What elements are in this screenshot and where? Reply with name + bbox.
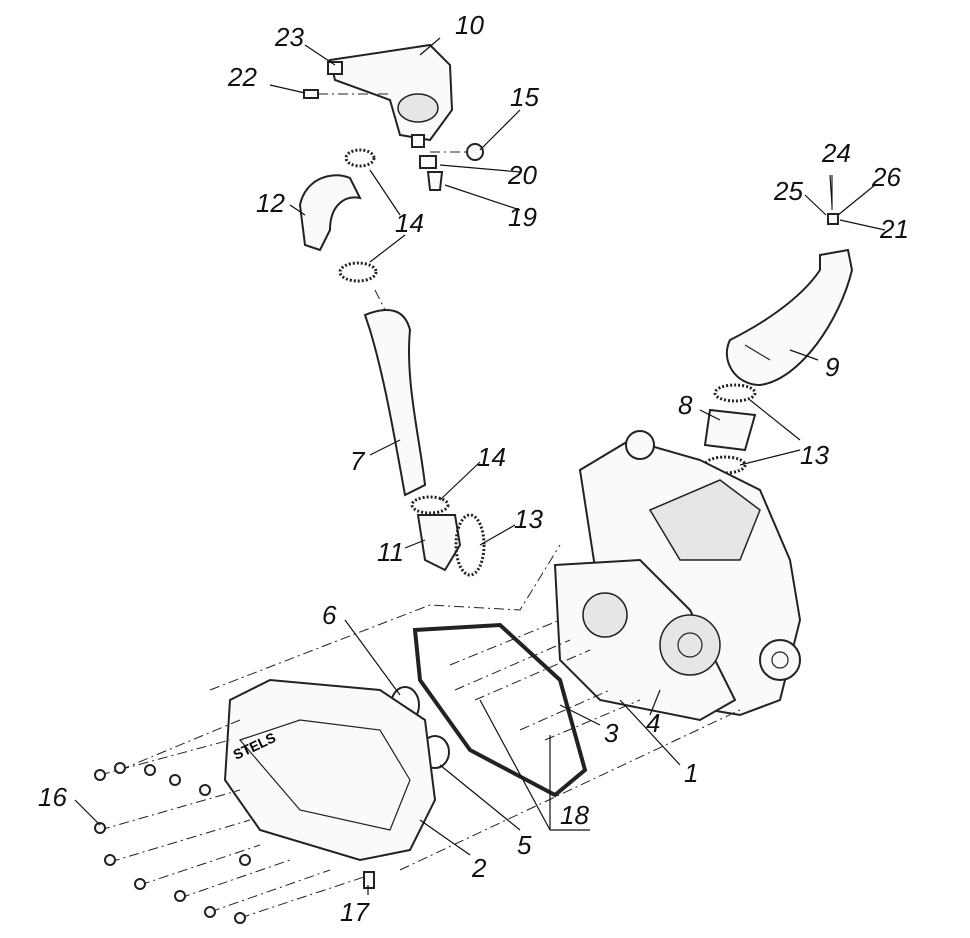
label-13-lower: 13 bbox=[514, 504, 543, 534]
label-21: 21 bbox=[879, 214, 909, 244]
part-17-drain-plug bbox=[363, 871, 375, 889]
part-22-23-fasteners bbox=[303, 61, 390, 99]
label-7: 7 bbox=[350, 446, 366, 476]
label-10: 10 bbox=[455, 10, 484, 40]
label-12: 12 bbox=[256, 188, 285, 218]
part-15-19-20-fittings bbox=[419, 143, 484, 191]
label-14-upper: 14 bbox=[395, 208, 424, 238]
label-17: 17 bbox=[340, 897, 370, 927]
label-18: 18 bbox=[560, 800, 589, 830]
part-11-coupler bbox=[410, 495, 486, 577]
part-16-bolts bbox=[94, 719, 371, 924]
label-1: 1 bbox=[684, 758, 698, 788]
part-4-cvt-housing bbox=[553, 558, 737, 722]
label-26: 26 bbox=[871, 162, 901, 192]
part-2-cvt-cover: STELS bbox=[223, 678, 437, 862]
label-3: 3 bbox=[604, 718, 619, 748]
assembly-outline bbox=[209, 544, 561, 691]
leader-lines bbox=[74, 37, 886, 895]
label-8: 8 bbox=[678, 390, 693, 420]
part-3-gasket bbox=[412, 622, 588, 798]
label-4: 4 bbox=[646, 708, 660, 738]
label-19: 19 bbox=[508, 202, 537, 232]
label-2: 2 bbox=[471, 853, 487, 883]
label-16: 16 bbox=[38, 782, 67, 812]
label-20: 20 bbox=[507, 160, 537, 190]
label-15: 15 bbox=[510, 82, 539, 112]
part-12-elbow-hose bbox=[298, 148, 378, 283]
label-5: 5 bbox=[517, 830, 532, 860]
part-10-intake-housing bbox=[328, 43, 454, 148]
part-8-throttle-boot bbox=[703, 383, 757, 475]
part-7-intake-tube bbox=[363, 289, 427, 497]
label-13-upper: 13 bbox=[800, 440, 829, 470]
label-23: 23 bbox=[274, 22, 304, 52]
label-11: 11 bbox=[377, 537, 404, 567]
label-24: 24 bbox=[821, 138, 851, 168]
part-18-studs bbox=[449, 619, 641, 741]
label-9: 9 bbox=[825, 352, 839, 382]
label-6: 6 bbox=[322, 600, 337, 630]
label-14-lower: 14 bbox=[477, 442, 506, 472]
label-25: 25 bbox=[773, 176, 803, 206]
engine-assembly bbox=[578, 430, 802, 717]
assembly-outline-lower bbox=[399, 709, 741, 871]
label-22: 22 bbox=[227, 62, 257, 92]
